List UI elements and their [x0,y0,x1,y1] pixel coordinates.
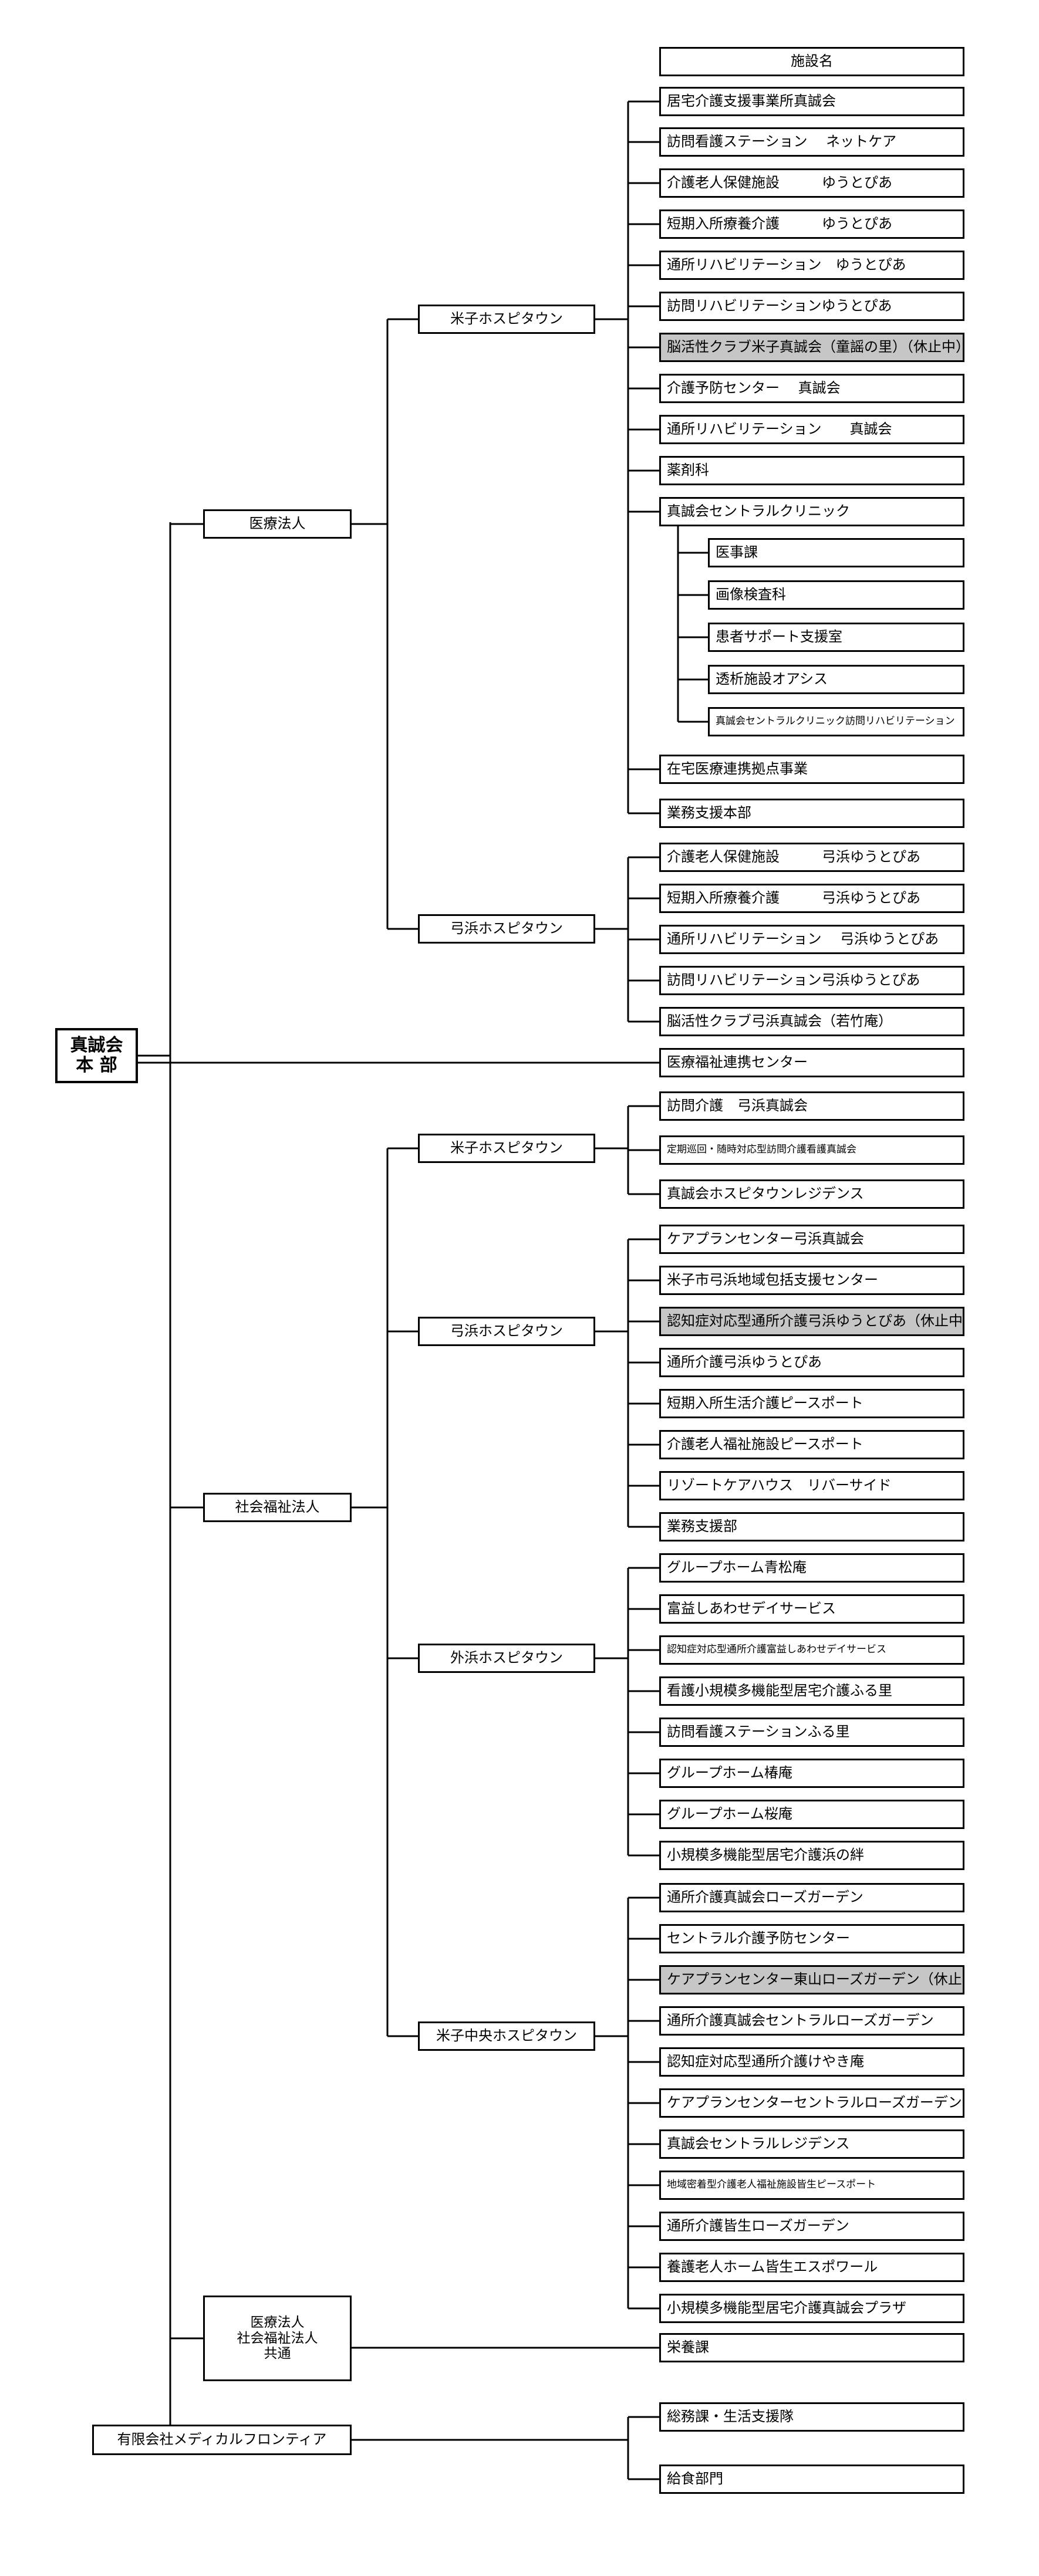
facility-item: グループホーム青松庵 [659,1553,964,1583]
l2-welfare-chuo: 米子中央ホスピタウン [418,2021,595,2051]
facility-item: 通所リハビリテーション ゆうとぴあ [659,251,964,280]
facility-item: 小規模多機能型居宅介護真誠会プラザ [659,2294,964,2323]
facility-item: 通所リハビリテーション 弓浜ゆうとぴあ [659,925,964,954]
facility-item: 脳活性クラブ弓浜真誠会（若竹庵） [659,1007,964,1036]
clinic-dept: 真誠会セントラルクリニック訪問リハビリテーション [708,707,964,736]
facility-item: 看護小規模多機能型居宅介護ふる里 [659,1676,964,1706]
facility-item: 在宅医療連携拠点事業 [659,755,964,784]
facility-item: 訪問看護ステーションふる里 [659,1718,964,1747]
facility-item: 通所介護真誠会セントラルローズガーデン [659,2006,964,2036]
facility-item: ケアプランセンター弓浜真誠会 [659,1225,964,1254]
facility-item: 通所リハビリテーション 真誠会 [659,415,964,444]
facility-item-inactive: 脳活性クラブ米子真誠会（童謡の里）（休止中） [659,333,964,362]
facility-item: 通所介護弓浜ゆうとぴあ [659,1348,964,1377]
l1-common: 医療法人 社会福祉法人 共通 [203,2296,352,2381]
facility-item: 栄養課 [659,2333,964,2362]
facility-item-inactive: ケアプランセンター東山ローズガーデン（休止中） [659,1965,964,1994]
facility-item-clinic: 真誠会セントラルクリニック [659,497,964,526]
facility-item: 業務支援本部 [659,799,964,828]
facility-item: 真誠会ホスピタウンレジデンス [659,1179,964,1209]
facility-item: 訪問介護 弓浜真誠会 [659,1091,964,1121]
clinic-dept: 画像検査科 [708,580,964,610]
l2-medical-yumigahama: 弓浜ホスピタウン [418,914,595,944]
facility-item: 居宅介護支援事業所真誠会 [659,87,964,116]
facility-item: 介護老人福祉施設ピースポート [659,1430,964,1459]
clinic-dept: 医事課 [708,538,964,567]
facility-item: 短期入所療養介護 ゆうとぴあ [659,209,964,239]
facility-item: セントラル介護予防センター [659,1924,964,1953]
l2-welfare-yonago: 米子ホスピタウン [418,1134,595,1163]
clinic-dept: 患者サポート支援室 [708,623,964,652]
facility-item: 介護老人保健施設 ゆうとぴあ [659,168,964,198]
facility-item: 米子市弓浜地域包括支援センター [659,1266,964,1295]
facility-item: 業務支援部 [659,1512,964,1541]
facility-item: 通所介護真誠会ローズガーデン [659,1883,964,1912]
l1-medical-corp: 医療法人 [203,509,352,539]
l2-welfare-sotohama: 外浜ホスピタウン [418,1644,595,1673]
facility-item: グループホーム桜庵 [659,1800,964,1829]
facility-item: 地域密着型介護老人福祉施設皆生ピースポート [659,2171,964,2200]
facility-item: ケアプランセンターセントラルローズガーデン [659,2088,964,2118]
facility-item: 総務課・生活支援隊 [659,2402,964,2432]
clinic-dept: 透析施設オアシス [708,665,964,694]
facility-header: 施設名 [659,47,964,76]
facility-item: 真誠会セントラルレジデンス [659,2129,964,2159]
root-box: 真誠会 本 部 [55,1028,138,1083]
facility-item: グループホーム椿庵 [659,1759,964,1788]
root-line1: 真誠会 [70,1035,123,1056]
facility-item: 介護老人保健施設 弓浜ゆうとぴあ [659,843,964,872]
facility-item: 訪問リハビリテーションゆうとぴあ [659,292,964,321]
l2-medical-yonago: 米子ホスピタウン [418,305,595,334]
facility-item: 給食部門 [659,2465,964,2494]
facility-item: 訪問リハビリテーション弓浜ゆうとぴあ [659,966,964,995]
root-line2: 本 部 [76,1055,117,1076]
facility-item: 定期巡回・随時対応型訪問介護看護真誠会 [659,1135,964,1165]
facility-item: リゾートケアハウス リバーサイド [659,1471,964,1500]
l1-welfare-corp: 社会福祉法人 [203,1493,352,1522]
facility-item: 養護老人ホーム皆生エスポワール [659,2253,964,2282]
facility-item: 短期入所生活介護ピースポート [659,1389,964,1418]
facility-item: 富益しあわせデイサービス [659,1594,964,1624]
l2-welfare-yumigahama: 弓浜ホスピタウン [418,1317,595,1346]
facility-item-inactive: 認知症対応型通所介護弓浜ゆうとぴあ（休止中） [659,1307,964,1336]
facility-item: 介護予防センター 真誠会 [659,374,964,403]
facility-item: 通所介護皆生ローズガーデン [659,2212,964,2241]
facility-item: 小規模多機能型居宅介護浜の絆 [659,1841,964,1870]
facility-item: 訪問看護ステーション ネットケア [659,127,964,157]
facility-item-renkei: 医療福祉連携センター [659,1048,964,1077]
facility-item: 短期入所療養介護 弓浜ゆうとぴあ [659,884,964,913]
facility-item: 認知症対応型通所介護富益しあわせデイサービス [659,1635,964,1665]
l1-company: 有限会社メディカルフロンティア [92,2425,352,2455]
facility-item: 認知症対応型通所介護けやき庵 [659,2047,964,2077]
facility-item: 薬剤科 [659,456,964,485]
